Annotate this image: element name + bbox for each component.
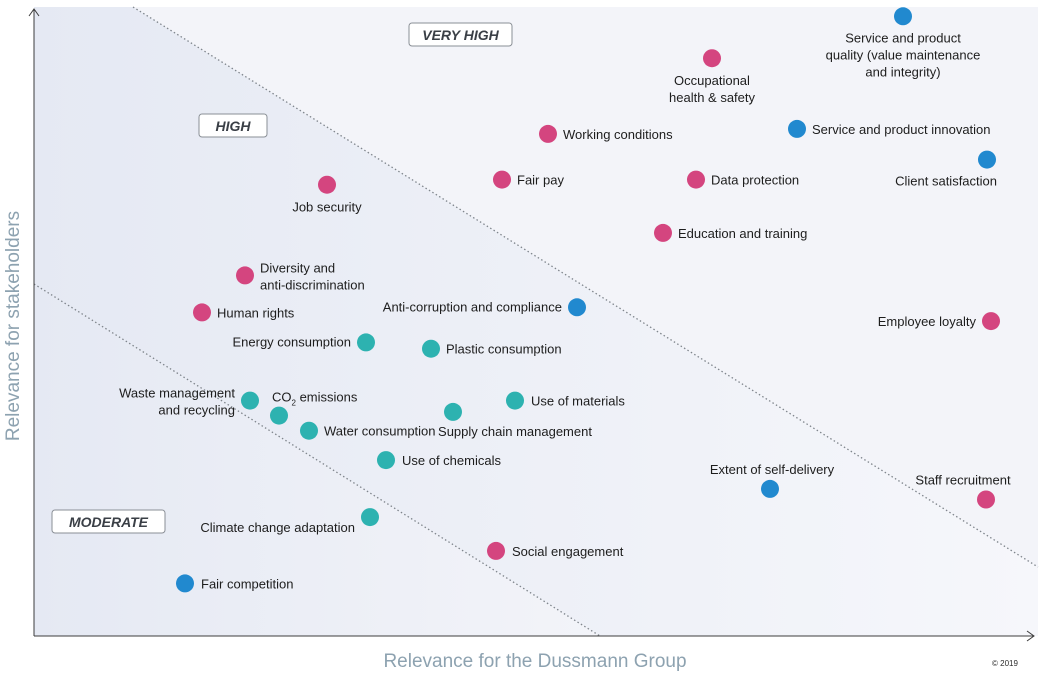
point-marker — [654, 223, 672, 242]
point-marker — [894, 7, 912, 26]
x-axis-title: Relevance for the Dussmann Group — [383, 651, 686, 672]
point-marker — [982, 312, 1000, 331]
point-label: Job security — [292, 200, 362, 215]
axes — [28, 8, 1035, 642]
point-label: Use of materials — [531, 394, 625, 409]
point-marker — [978, 150, 996, 169]
point-marker — [687, 170, 705, 189]
point-label: Staff recruitment — [915, 473, 1011, 488]
point-marker — [377, 451, 395, 470]
point-marker — [241, 391, 259, 410]
point-label: Service and product innovation — [812, 122, 991, 137]
point-label: Extent of self-delivery — [710, 462, 835, 477]
point-label: Social engagement — [512, 544, 624, 559]
point-marker — [270, 406, 288, 425]
point-marker — [193, 303, 211, 322]
zone-label: VERY HIGH — [422, 27, 499, 43]
point-label: Anti-corruption and compliance — [383, 299, 562, 314]
point-label: Water consumption — [324, 424, 436, 439]
zone-badge-moderate: MODERATE — [51, 509, 166, 534]
lower-boundary-line — [33, 283, 601, 637]
y-axis-title: Relevance for stakeholders — [3, 211, 24, 441]
zone-label: HIGH — [216, 118, 252, 134]
point-marker — [176, 574, 194, 593]
point-marker — [761, 479, 779, 498]
point-label: Use of chemicals — [402, 453, 501, 468]
point-label: CO2 emissions — [272, 390, 358, 408]
point-marker — [539, 124, 557, 143]
point-marker — [318, 175, 336, 194]
point-label: Fair competition — [201, 576, 293, 591]
copyright-note: © 2019 — [992, 659, 1018, 668]
upper-boundary-line — [132, 6, 1039, 568]
point-marker — [506, 391, 524, 410]
zone-badge-high: HIGH — [198, 113, 268, 138]
point-marker — [493, 170, 511, 189]
point-marker — [422, 339, 440, 358]
point-label: Plastic consumption — [446, 342, 562, 357]
point-marker — [977, 490, 995, 509]
point-marker — [236, 266, 254, 285]
point-label: Data protection — [711, 173, 799, 188]
point-label: Employee loyalty — [878, 314, 977, 329]
high-zone — [34, 7, 1038, 636]
point-marker — [361, 508, 379, 527]
point-label: Client satisfaction — [895, 174, 997, 189]
point-label: Human rights — [217, 305, 295, 320]
point-label: Energy consumption — [232, 334, 351, 349]
point-label: Climate change adaptation — [200, 520, 355, 535]
point-marker — [487, 541, 505, 560]
point-marker — [703, 49, 721, 68]
point-label: Fair pay — [517, 173, 564, 188]
zone-badge-very-high: VERY HIGH — [408, 22, 513, 47]
point-marker — [300, 421, 318, 440]
point-label: Supply chain management — [438, 424, 592, 439]
point-marker — [568, 298, 586, 317]
point-marker — [444, 402, 462, 421]
point-marker — [788, 119, 806, 138]
point-marker — [357, 333, 375, 352]
point-label: Working conditions — [563, 127, 673, 142]
point-label: Education and training — [678, 226, 807, 241]
zone-label: MODERATE — [69, 514, 149, 530]
